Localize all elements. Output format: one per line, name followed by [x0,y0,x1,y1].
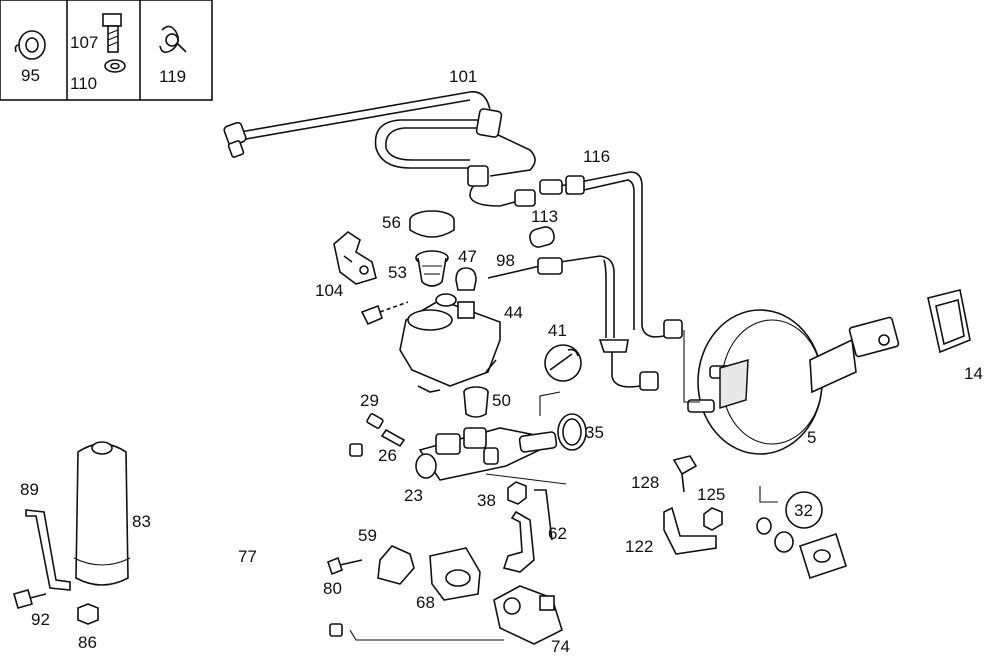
callout-5: 5 [807,428,816,447]
callout-41: 41 [548,321,567,340]
part-110-seal-ring-icon [104,59,126,73]
callout-labels: 95 107 110 119 101 116 113 56 47 98 53 1… [20,33,983,656]
callout-83: 83 [132,512,151,531]
callout-35: 35 [585,423,604,442]
part-41-tool-symbol-icon [544,344,582,382]
callout-14: 14 [964,364,983,383]
part-5-brake-booster [687,309,900,455]
part-14-gasket [927,289,971,354]
callout-56: 56 [382,213,401,232]
reservoir-bolt [360,301,409,326]
part-74-pump [493,585,563,645]
part-35-o-ring [557,413,587,451]
part-68-mount [429,547,481,601]
leader-lines [349,330,778,641]
callout-101: 101 [449,67,477,86]
part-86-nut [77,603,99,625]
callout-32: 32 [794,501,813,520]
part-98-brake-line [487,255,659,391]
part-59-plate [377,545,415,585]
callout-53: 53 [388,263,407,282]
callout-116: 116 [583,147,610,166]
callout-119: 119 [159,67,186,86]
callout-122: 122 [625,537,653,556]
part-80-bolt [327,556,363,576]
callout-95: 95 [21,66,40,85]
part-47-plug [455,267,477,291]
callout-98: 98 [496,251,515,270]
callout-113: 113 [531,207,558,226]
callout-74: 74 [551,637,570,656]
callout-128: 128 [631,473,659,492]
callout-29: 29 [360,391,379,410]
part-122-bracket [663,506,717,555]
part-32-check-valve [756,491,847,580]
callout-59: 59 [358,526,377,545]
part-125-nut [703,507,723,531]
callout-68: 68 [416,593,435,612]
part-50-seal-plug [463,386,489,418]
part-77-hose [274,443,363,637]
callout-125: 125 [697,485,725,504]
part-119-clip-icon [159,25,187,54]
callout-26: 26 [378,446,397,465]
callout-77: 77 [238,547,257,566]
part-113-sleeve [529,226,555,248]
callout-92: 92 [31,610,50,629]
callout-110: 110 [70,74,97,93]
callout-89: 89 [20,480,39,499]
part-38-nut [507,481,527,505]
part-83-accumulator [73,441,131,586]
callout-38: 38 [477,491,496,510]
legend-box [0,0,213,101]
part-62-bracket [502,489,553,573]
callout-86: 86 [78,633,97,652]
part-101-brake-line [223,91,536,207]
part-104-bracket [333,230,377,285]
part-23-master-cylinder [415,427,558,481]
part-29-fitting [366,413,384,429]
callout-80: 80 [323,579,342,598]
part-56-reservoir-cap [409,210,455,238]
part-128-screw [672,455,698,493]
callout-62: 62 [548,524,567,543]
callout-107: 107 [70,33,98,52]
callout-50: 50 [492,391,511,410]
part-116-brake-line [539,171,683,339]
part-95-grommet-icon [14,30,46,60]
callout-47: 47 [458,247,477,266]
callout-44: 44 [504,303,523,322]
callout-104: 104 [315,281,343,300]
part-89-bracket [25,509,71,591]
part-107-hollow-bolt-icon [102,13,122,53]
part-26-screw [380,428,406,448]
callout-23: 23 [404,486,423,505]
part-92-bolt [13,589,47,609]
part-53-strainer [415,250,449,287]
part-44-fluid-reservoir [399,293,501,393]
